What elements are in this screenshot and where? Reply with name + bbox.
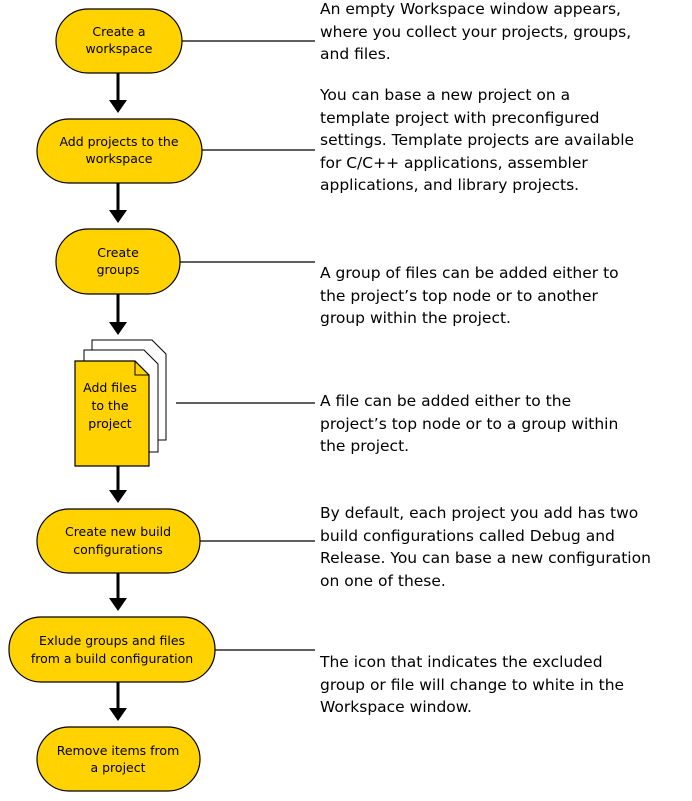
step-label-line: groups [97, 262, 140, 277]
description-line: The icon that indicates the excluded [320, 653, 603, 671]
arrowhead [109, 598, 127, 611]
description-line: template project with preconfigured [320, 108, 600, 127]
step-label-line: workspace [86, 41, 153, 56]
description-line: Workspace window. [320, 698, 472, 716]
step-remove-items: Remove items from a project [36, 726, 201, 792]
description-line: By default, each project you add has two [320, 504, 639, 522]
step-node [55, 228, 181, 295]
step-description-build-configs: By default, each project you add has two… [320, 502, 692, 592]
description-line: applications, and library projects. [320, 176, 580, 194]
connector-lines [176, 40, 315, 651]
description-line: project’s top node or to a group within [320, 414, 619, 433]
step-description-workspace: An empty Workspace window appears, where… [320, 0, 692, 66]
description-line: where you collect your projects, groups, [320, 22, 632, 41]
step-create-workspace: Create a workspace [55, 8, 183, 74]
step-description-projects: You can base a new project on a template… [320, 84, 692, 197]
description-line: An empty Workspace window appears, [320, 0, 621, 18]
description-line: build configurations called Debug and [320, 526, 615, 545]
step-label-line: Remove items from [57, 743, 180, 758]
document-icon [74, 360, 150, 467]
step-label-line: a project [90, 760, 145, 775]
step-node [36, 508, 201, 574]
step-add-files: Add files to the project [74, 339, 167, 467]
step-label-line: workspace [86, 151, 153, 166]
description-line: A group of files can be added either to [320, 264, 619, 282]
step-add-projects: Add projects to the workspace [36, 118, 203, 184]
flow-arrows [109, 73, 127, 721]
step-create-build-configs: Create new build configurations [36, 508, 201, 574]
page-fold-icon [134, 361, 149, 376]
arrowhead [109, 210, 127, 223]
description-line: Release. You can base a new configuratio… [320, 549, 651, 567]
description-line: and files. [320, 45, 391, 63]
description-line: on one of these. [320, 571, 446, 590]
step-label-line: Add files [83, 380, 137, 395]
description-line: for C/C++ applications, assembler [320, 153, 588, 172]
arrowhead [109, 100, 127, 113]
description-line: the project’s top node or to another [320, 286, 598, 305]
description-line: A file can be added either to the [320, 392, 572, 410]
description-line: You can base a new project on a [320, 86, 571, 104]
step-description-exclude: The icon that indicates the excluded gro… [320, 651, 692, 719]
arrowhead [109, 322, 127, 335]
description-line: group or file will change to white in th… [320, 675, 625, 694]
step-exclude-groups-files: Exlude groups and files from a build con… [8, 616, 216, 683]
step-label-line: Add projects to the [59, 134, 178, 149]
description-line: settings. Template projects are availabl… [320, 131, 635, 149]
description-line: the project. [320, 437, 410, 455]
step-node [36, 118, 203, 184]
step-label-line: Create new build [65, 524, 171, 539]
arrowhead [109, 490, 127, 503]
description-line: group within the project. [320, 309, 511, 327]
step-node [55, 8, 183, 74]
step-label-line: Exlude groups and files [39, 633, 185, 648]
step-create-groups: Create groups [55, 228, 181, 295]
step-description-files: A file can be added either to the projec… [320, 390, 692, 458]
step-node [8, 616, 216, 683]
step-label-line: from a build configuration [31, 651, 193, 666]
step-label-line: to the [91, 398, 128, 413]
step-label-line: Create [97, 245, 139, 260]
arrowhead [109, 708, 127, 721]
step-label-line: project [88, 416, 131, 431]
step-description-groups: A group of files can be added either to … [320, 262, 692, 330]
step-label-line: Create a [92, 24, 145, 39]
step-node [36, 726, 201, 792]
step-label-line: configurations [73, 542, 162, 557]
